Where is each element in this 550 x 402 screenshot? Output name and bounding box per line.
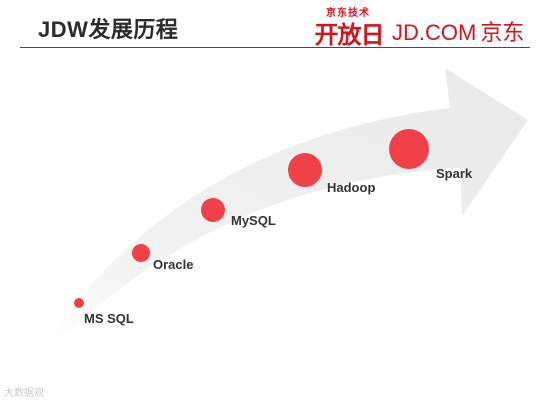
- milestone-label-spark: Spark: [436, 166, 473, 181]
- milestone-dot-oracle: [132, 244, 150, 262]
- jd-tech-open-day-logo: 京东技术 开放日: [312, 4, 385, 49]
- milestone-label-mssql: MS SQL: [84, 311, 134, 326]
- logo-big-text: 开放日: [314, 22, 385, 49]
- milestone-dot-spark: [389, 129, 429, 169]
- milestone-label-hadoop: Hadoop: [327, 180, 376, 195]
- arrow-shape: [30, 68, 528, 372]
- brand-text: JD.COM: [392, 20, 477, 45]
- milestone-label-mysql: MySQL: [231, 213, 276, 228]
- watermark: 大数据观: [4, 388, 44, 399]
- brand-cn-text: 京东: [480, 20, 525, 45]
- milestone-dot-mssql: [74, 298, 84, 308]
- title-divider: [20, 47, 530, 48]
- page-title: JDW发展历程: [38, 17, 179, 42]
- milestone-dot-hadoop: [288, 153, 322, 187]
- milestone-label-oracle: Oracle: [153, 257, 194, 272]
- milestone-dot-mysql: [201, 198, 225, 222]
- logo-small-text: 京东技术: [326, 8, 370, 19]
